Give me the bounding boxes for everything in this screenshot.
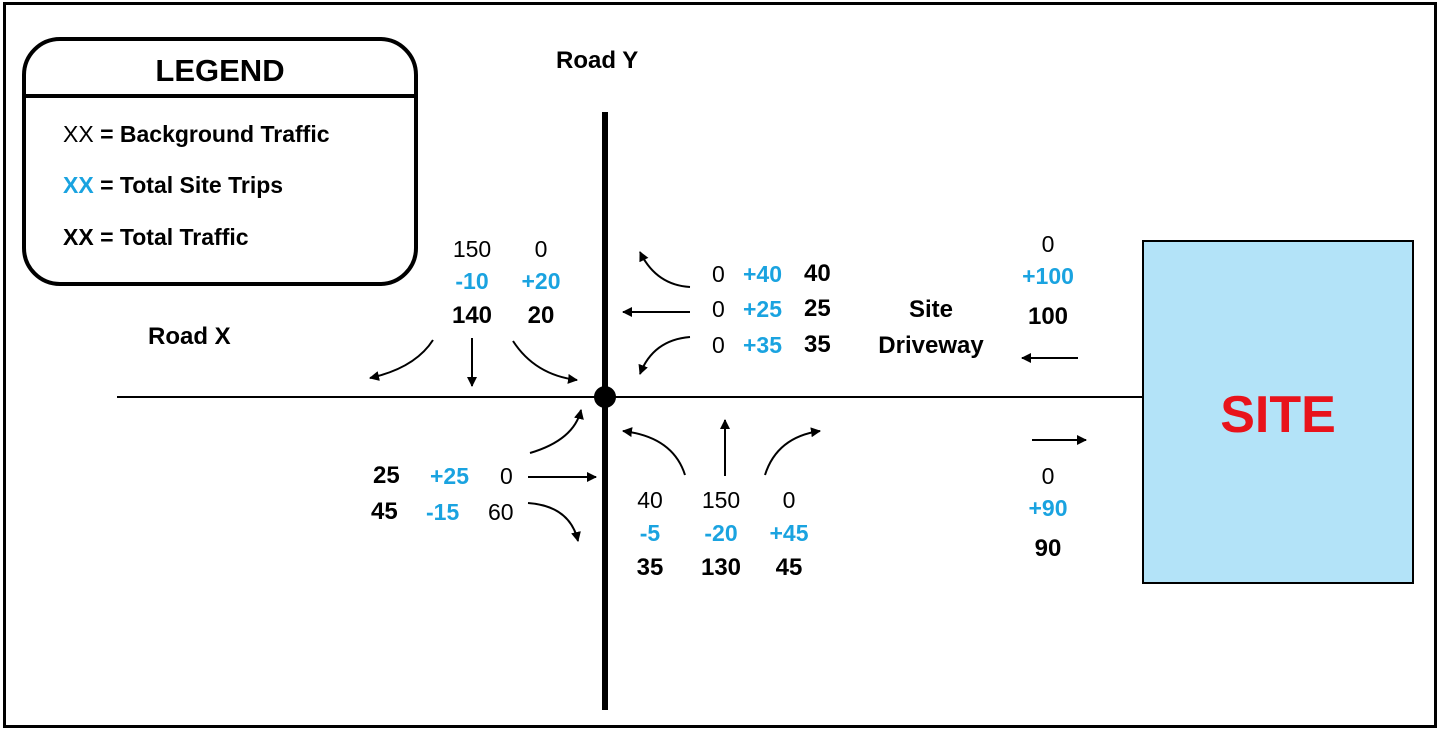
driveway-in-site-trips: +100 bbox=[1022, 263, 1074, 289]
road-y-label: Road Y bbox=[556, 47, 639, 74]
east-left-turn-arrow bbox=[638, 336, 691, 375]
north-right-background: 0 bbox=[534, 236, 548, 262]
east-row1-total: 40 bbox=[804, 260, 831, 287]
site-label: SITE bbox=[1220, 386, 1336, 444]
east-row1-background: 0 bbox=[712, 261, 725, 287]
driveway-out-total: 90 bbox=[1034, 535, 1062, 562]
south-left-total: 35 bbox=[636, 554, 664, 581]
legend-row-site-trips: XX = Total Site Trips bbox=[63, 172, 283, 199]
east-row3-total: 35 bbox=[804, 331, 831, 358]
site-box: SITE bbox=[1142, 240, 1414, 584]
west-row2-site-trips: -15 bbox=[426, 499, 460, 525]
south-through-background: 150 bbox=[701, 487, 741, 513]
east-right-turn-arrow bbox=[639, 251, 691, 288]
south-through-site-trips: -20 bbox=[704, 520, 738, 546]
north-right-turn-arrow bbox=[369, 339, 434, 381]
west-row2-background: 60 bbox=[488, 499, 514, 525]
site-driveway-label-line2: Driveway bbox=[878, 332, 984, 359]
driveway-in-total: 100 bbox=[1027, 303, 1069, 330]
legend-box: LEGEND XX = Background Traffic XX = Tota… bbox=[22, 37, 418, 286]
driveway-in-background: 0 bbox=[1041, 231, 1055, 257]
west-row1-site-trips: +25 bbox=[430, 463, 470, 489]
legend-desc-total: = Total Traffic bbox=[100, 224, 249, 250]
road-x-label: Road X bbox=[148, 323, 231, 350]
driveway-out-site-trips: +90 bbox=[1028, 495, 1068, 521]
intersection-node bbox=[594, 386, 616, 408]
driveway-out-background: 0 bbox=[1041, 463, 1055, 489]
west-left-turn-arrow bbox=[529, 409, 584, 454]
legend-key-background: XX bbox=[63, 121, 94, 147]
legend-desc-background: = Background Traffic bbox=[100, 121, 330, 147]
north-left-background: 150 bbox=[452, 236, 492, 262]
north-right-site-trips: +20 bbox=[521, 268, 561, 294]
east-row3-site-trips: +35 bbox=[743, 332, 783, 358]
south-left-background: 40 bbox=[637, 487, 663, 513]
south-right-turn-arrow bbox=[764, 427, 821, 476]
south-right-total: 45 bbox=[775, 554, 803, 581]
legend-row-total: XX = Total Traffic bbox=[63, 224, 249, 251]
north-left-total: 140 bbox=[451, 302, 493, 329]
south-through-total: 130 bbox=[700, 554, 742, 581]
legend-key-site-trips: XX bbox=[63, 172, 94, 198]
legend-title: LEGEND bbox=[155, 53, 285, 88]
east-row2-total: 25 bbox=[804, 295, 831, 322]
south-left-site-trips: -5 bbox=[639, 520, 661, 546]
south-right-background: 0 bbox=[782, 487, 796, 513]
west-row1-background: 0 bbox=[500, 463, 513, 489]
legend-row-background: XX = Background Traffic bbox=[63, 121, 330, 148]
west-right-turn-arrow bbox=[527, 502, 581, 542]
east-row2-site-trips: +25 bbox=[743, 296, 783, 322]
site-driveway-label-line1: Site bbox=[908, 296, 954, 323]
south-left-turn-arrow bbox=[622, 427, 686, 476]
legend-divider bbox=[26, 94, 414, 98]
west-row1-total: 25 bbox=[373, 462, 400, 489]
north-left-turn-arrow bbox=[512, 340, 578, 384]
east-row2-background: 0 bbox=[712, 296, 725, 322]
legend-key-total: XX bbox=[63, 224, 94, 250]
south-right-site-trips: +45 bbox=[769, 520, 809, 546]
north-right-total: 20 bbox=[527, 302, 555, 329]
west-row2-total: 45 bbox=[371, 498, 398, 525]
east-row1-site-trips: +40 bbox=[743, 261, 783, 287]
east-row3-background: 0 bbox=[712, 332, 725, 358]
north-left-site-trips: -10 bbox=[455, 268, 489, 294]
legend-desc-site-trips: = Total Site Trips bbox=[100, 172, 284, 198]
